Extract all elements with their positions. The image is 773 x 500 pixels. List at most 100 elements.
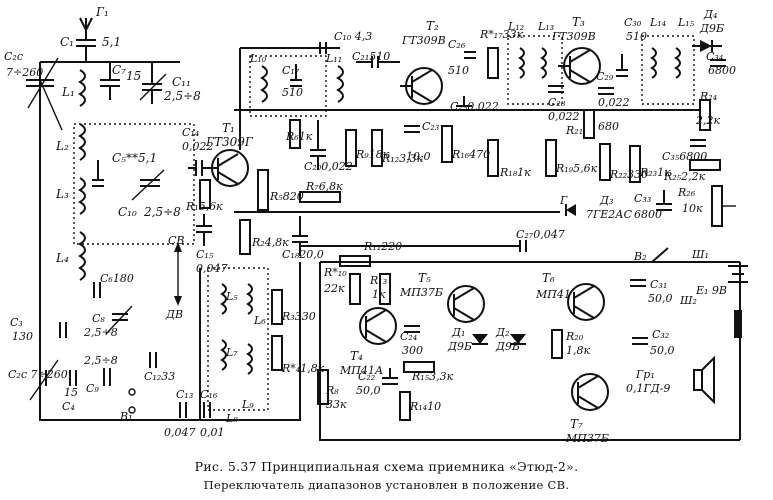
c12-label: C₁₂33 — [144, 370, 175, 383]
resistor-r9 — [345, 129, 357, 167]
t3-type: ГТ309В — [551, 30, 596, 43]
d3-label: Д₃ — [599, 194, 613, 207]
resistor-r1 — [199, 179, 211, 209]
c28-value: 0,022 — [548, 110, 580, 123]
c14-label: C₁₄ — [182, 126, 199, 139]
c20-label: C₂₀0,022 — [304, 160, 353, 173]
r13-label: R₁₃ — [369, 274, 387, 287]
c4-label: C₄ — [62, 400, 75, 413]
c5-label: C₅**5,1 — [112, 151, 157, 165]
r6-label: R₆1к — [285, 130, 313, 143]
coil-l14 — [650, 47, 657, 79]
c10b-label: C₁₀ 4,3 — [334, 30, 372, 43]
c23-label: C₂₃ — [422, 120, 439, 133]
capacitor-c8 — [105, 305, 133, 335]
r26-label: R₂₆ — [677, 186, 696, 199]
r11-label: R₁₁220 — [363, 240, 402, 253]
capacitor-c1 — [76, 39, 96, 62]
diode-d3 — [565, 204, 576, 216]
l7-label: L₇ — [225, 346, 238, 359]
coil-l5 — [220, 283, 227, 315]
c15-label: C₁₅ — [196, 248, 214, 261]
r5-label: R₅820 — [269, 190, 304, 203]
antenna-symbol — [79, 17, 93, 40]
r23-label: R₂₃1к — [639, 166, 671, 179]
c11-value: 2,5÷8 — [163, 89, 201, 103]
coil-l6 — [246, 283, 253, 315]
c7-value: 15 — [126, 69, 141, 83]
coil-l4 — [78, 231, 86, 281]
r25-label: R₂₅2,2к — [663, 170, 706, 183]
antenna-label: Г₁ — [95, 5, 109, 19]
c32-label: C₃₂ — [652, 328, 669, 341]
t4-type: МП41А — [339, 364, 383, 377]
gr1-type: 0,1ГД-9 — [626, 382, 670, 395]
c22-value: 50,0 — [356, 384, 381, 397]
capacitor-c18 — [292, 216, 308, 256]
capacitor-c27 — [519, 240, 527, 252]
l2-label: L₂ — [55, 139, 69, 153]
c30-label: C₃₀ — [624, 16, 642, 29]
capacitor-c13 — [179, 402, 187, 418]
c32-value: 50,0 — [650, 344, 675, 357]
resistor-r17 — [487, 47, 499, 79]
resistor-r20 — [551, 329, 563, 359]
t6-type: МП41 — [535, 288, 571, 301]
l12-label: L₁₂ — [507, 20, 524, 33]
c14-value: 0,022 — [182, 140, 214, 153]
c26-label: C₂₆ — [448, 38, 466, 51]
e1-label: Е₁ 9В — [695, 284, 727, 297]
c34-label: C₃₄ — [706, 50, 723, 63]
r15-label: R₁₅3,3к — [411, 370, 454, 383]
r21-value: 680 — [598, 120, 619, 133]
t7-type: МП37Б — [565, 432, 609, 445]
c34-value: 6800 — [708, 64, 736, 77]
capacitor-c4 — [69, 370, 77, 386]
capacitor-c26 — [464, 51, 476, 59]
capacitor-c21 — [356, 56, 400, 68]
t2-type: ГТ309В — [401, 34, 446, 47]
r10-label: R*₁₀ — [323, 266, 347, 279]
r3-label: R₃330 — [281, 310, 316, 323]
resistor-r21 — [583, 109, 595, 139]
resistor-r2 — [239, 219, 251, 255]
capacitor-c6 — [93, 282, 101, 298]
capacitor-c32 — [632, 337, 648, 345]
c1-value: 5,1 — [102, 35, 121, 49]
r24-label: R₂₄ — [699, 90, 717, 103]
l5-label: L₅ — [225, 290, 238, 303]
capacitor-c2 — [26, 57, 59, 109]
c4-value: 15 — [64, 386, 78, 399]
c22-label: C₂₂ — [358, 370, 375, 383]
resistor-r15 — [403, 361, 435, 373]
l15-label: L₁₅ — [677, 16, 695, 29]
coil-l15 — [674, 47, 681, 79]
t6-label: T₆ — [542, 271, 555, 285]
r17-label: R*₁₇33к — [479, 28, 524, 41]
c28-label: C₂₈ — [548, 96, 566, 109]
capacitor-c16 — [203, 402, 211, 418]
transistor-t4 — [359, 307, 397, 345]
r16-label: R₁₆470 — [451, 148, 490, 161]
capacitor-c29 — [598, 87, 614, 95]
t5-type: МП37Б — [399, 286, 443, 299]
transistor-t7 — [571, 373, 609, 411]
c6-label: C₆180 — [100, 272, 134, 285]
l1-label: L₁ — [61, 85, 75, 99]
resistor-r5 — [257, 169, 269, 211]
l13-label: L₁₃ — [537, 20, 554, 33]
t4-label: T₄ — [350, 349, 363, 363]
d2-label: Д₂ — [495, 326, 509, 339]
resistor-r3 — [271, 289, 283, 325]
capacitor-c2b — [29, 359, 59, 401]
battery-e1 — [728, 265, 748, 283]
resistor-r18 — [487, 139, 499, 177]
r26-value: 10к — [682, 202, 703, 215]
d4-type: Д9Б — [699, 22, 724, 35]
dv-label: ДВ — [165, 308, 183, 321]
r19-label: R₁₉5,6к — [555, 162, 598, 175]
capacitor-c33 — [656, 190, 672, 211]
sh1-label: Ш₁ — [691, 248, 709, 261]
c17-label: C₁₇ — [282, 64, 300, 77]
capacitor-c25 — [456, 96, 472, 107]
